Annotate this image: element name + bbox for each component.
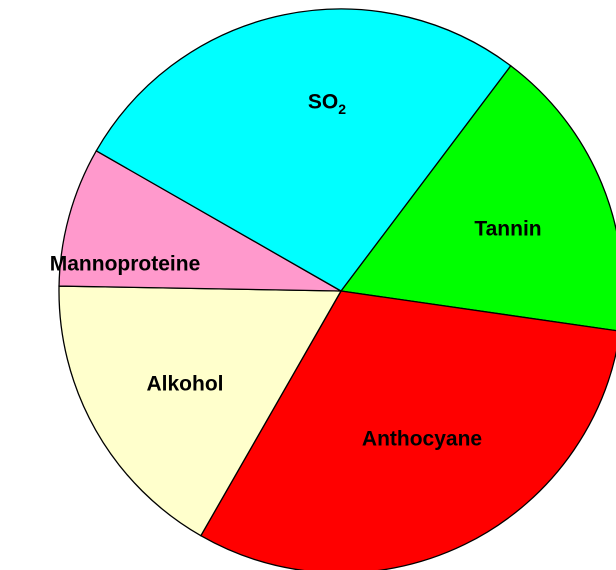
slice-label-mannoproteine: Mannoproteine — [50, 253, 201, 276]
slice-mannoproteine — [58, 149, 342, 292]
pie-slices — [58, 8, 616, 570]
slice-label-anthocyane: Anthocyane — [362, 428, 482, 451]
slice-so2 — [95, 8, 512, 292]
slice-tannin — [339, 64, 616, 332]
slice-label-tannin: Tannin — [474, 218, 541, 241]
slice-label-alkohol: Alkohol — [147, 373, 224, 396]
slice-alkohol — [58, 285, 343, 537]
slice-anthocyane — [199, 290, 616, 570]
